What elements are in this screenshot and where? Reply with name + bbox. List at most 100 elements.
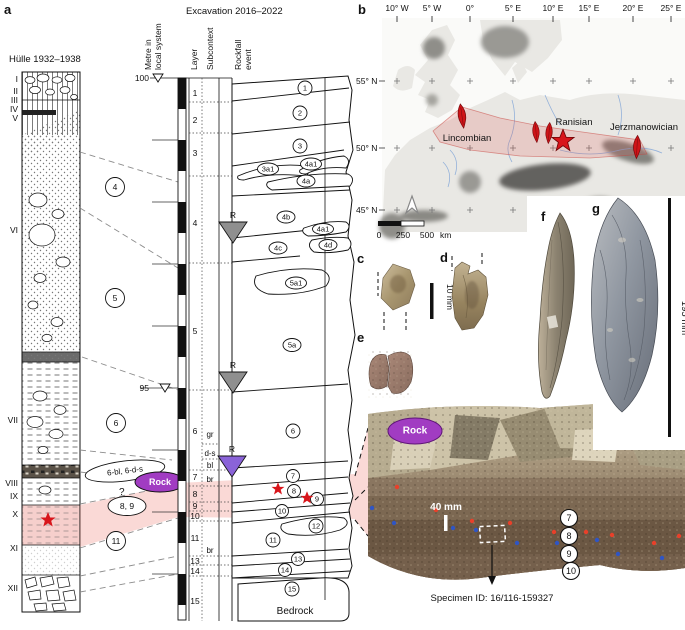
rockfall-markers: R R R	[217, 210, 248, 478]
context: 13	[291, 552, 305, 566]
context: 2	[292, 105, 308, 121]
excavation-column: Metre in local system Layer Subcontext R…	[135, 23, 356, 622]
context: 12	[308, 518, 324, 534]
context: 4a	[296, 174, 316, 188]
layer-number: 15	[190, 596, 200, 606]
scalebar-unit: km	[440, 230, 451, 240]
scale-40mm-label: 40 mm	[430, 502, 462, 513]
scalebar-40mm	[444, 515, 448, 531]
lon-label: 20° E	[623, 3, 644, 13]
svg-text:6-bl, 6-d-s: 6-bl, 6-d-s	[107, 464, 144, 477]
leaf-point-icon	[457, 103, 467, 129]
context: 4a1	[300, 157, 322, 171]
context: 4d	[318, 239, 338, 251]
scale-195mm-label: 195 mm	[679, 301, 685, 335]
scalebar-0: 0	[377, 230, 382, 240]
red-pin-dots	[394, 484, 682, 546]
museum-label-sticker	[546, 315, 559, 329]
column-rules	[188, 78, 326, 621]
industry-label: Lincombian	[443, 133, 492, 144]
rock-ellipse-label: Rock	[134, 471, 186, 493]
context: 3	[292, 138, 308, 154]
context: 11	[265, 532, 281, 548]
hulle-unit: III	[11, 95, 18, 105]
graticule-crosses	[394, 78, 674, 213]
panel-e-label: e	[357, 330, 364, 345]
subcontext-label: gr	[206, 430, 213, 439]
context: 15	[284, 581, 300, 597]
lon-label: 10° E	[543, 3, 564, 13]
lat-label: 50° N	[356, 143, 377, 153]
rockfall-r-label: R	[229, 444, 235, 454]
bedrock-blob	[237, 577, 350, 622]
header-subcontext: Subcontext	[205, 27, 215, 70]
hulle-ref-4: 4	[105, 177, 125, 197]
hulle-unit: IX	[10, 491, 18, 501]
panel-d-label: d	[440, 250, 448, 265]
metre-mark-100: 100	[135, 73, 149, 83]
hulle-column: I II III IV V VI VII VIII IX X XI XII	[5, 71, 81, 613]
hulle-unit: I	[16, 74, 18, 84]
map-graticule: 10° W 5° W 0° 5° E 10° E 15° E 20° E 25°…	[356, 3, 682, 215]
callout-7: 7	[559, 508, 579, 528]
layer-number: 6	[193, 426, 198, 436]
artifact-e	[368, 350, 414, 398]
svg-text:7: 7	[291, 472, 295, 481]
photo-link-dash-mid	[354, 486, 369, 501]
lon-label: 25° E	[661, 3, 682, 13]
find-star-icon	[40, 512, 56, 527]
hulle-unit-XI-texture	[22, 545, 80, 575]
hulle-unit: V	[12, 113, 18, 123]
lon-label: 10° W	[385, 3, 408, 13]
context: 4b	[276, 210, 296, 224]
scalebar-10mm	[430, 283, 434, 319]
hulle-ref-89: 8, 9	[107, 496, 147, 516]
lat-label: 45° N	[356, 205, 377, 215]
hulle-stone-IX	[38, 485, 52, 495]
lat-label: 55° N	[356, 76, 377, 86]
blue-pin-dots	[369, 505, 665, 561]
subcontext-label: br	[206, 546, 213, 555]
subcontext-label: br	[206, 475, 213, 484]
svg-text:10: 10	[278, 507, 286, 516]
map-denmark	[512, 60, 527, 83]
layer-boundary-dotted	[189, 101, 232, 577]
svg-text:8: 8	[292, 487, 296, 496]
context: 5a1	[285, 276, 307, 290]
panel-c-label: c	[357, 251, 364, 266]
hulle-unit: VI	[10, 225, 18, 235]
map-scalebar: 0 250 500 km	[377, 220, 451, 240]
svg-text:4: 4	[113, 182, 118, 192]
layer-number: 5	[193, 326, 198, 336]
specimen-arrow-icon	[488, 545, 496, 585]
metre-marker-icon	[152, 73, 164, 83]
svg-text:12: 12	[312, 522, 320, 531]
artifact-c: 10 mm	[377, 263, 455, 330]
context: 5a	[282, 338, 302, 352]
scalebar-500: 500	[420, 230, 434, 240]
svg-text:8, 9: 8, 9	[120, 501, 134, 511]
panel-f-label: f	[541, 209, 546, 224]
subcontext-label: d-s	[204, 449, 215, 458]
context: 14	[278, 563, 292, 577]
layer-number: 2	[193, 115, 198, 125]
svg-text:5a1: 5a1	[290, 279, 303, 288]
hulle-unit-IX-texture	[22, 478, 80, 505]
header-metre-2: local system	[153, 23, 163, 70]
rockfall-r-label: R	[230, 360, 236, 370]
svg-text:Rock: Rock	[403, 426, 428, 437]
header-layer: Layer	[189, 49, 199, 70]
svg-text:Rock: Rock	[149, 477, 172, 487]
layer-number: 11	[191, 533, 200, 543]
question-mark: ?	[119, 487, 125, 498]
lrj-distribution-polygon	[432, 106, 648, 159]
hulle-unit: II	[13, 86, 18, 96]
hulle-title: Hülle 1932–1938	[9, 54, 81, 65]
panel-g-label: g	[592, 201, 600, 216]
svg-text:8: 8	[566, 531, 571, 541]
bedrock-label: Bedrock	[277, 606, 315, 617]
panels-fg: f g 195 mm	[538, 197, 685, 450]
fg-white-notch	[593, 398, 685, 450]
svg-text:9: 9	[566, 549, 571, 559]
